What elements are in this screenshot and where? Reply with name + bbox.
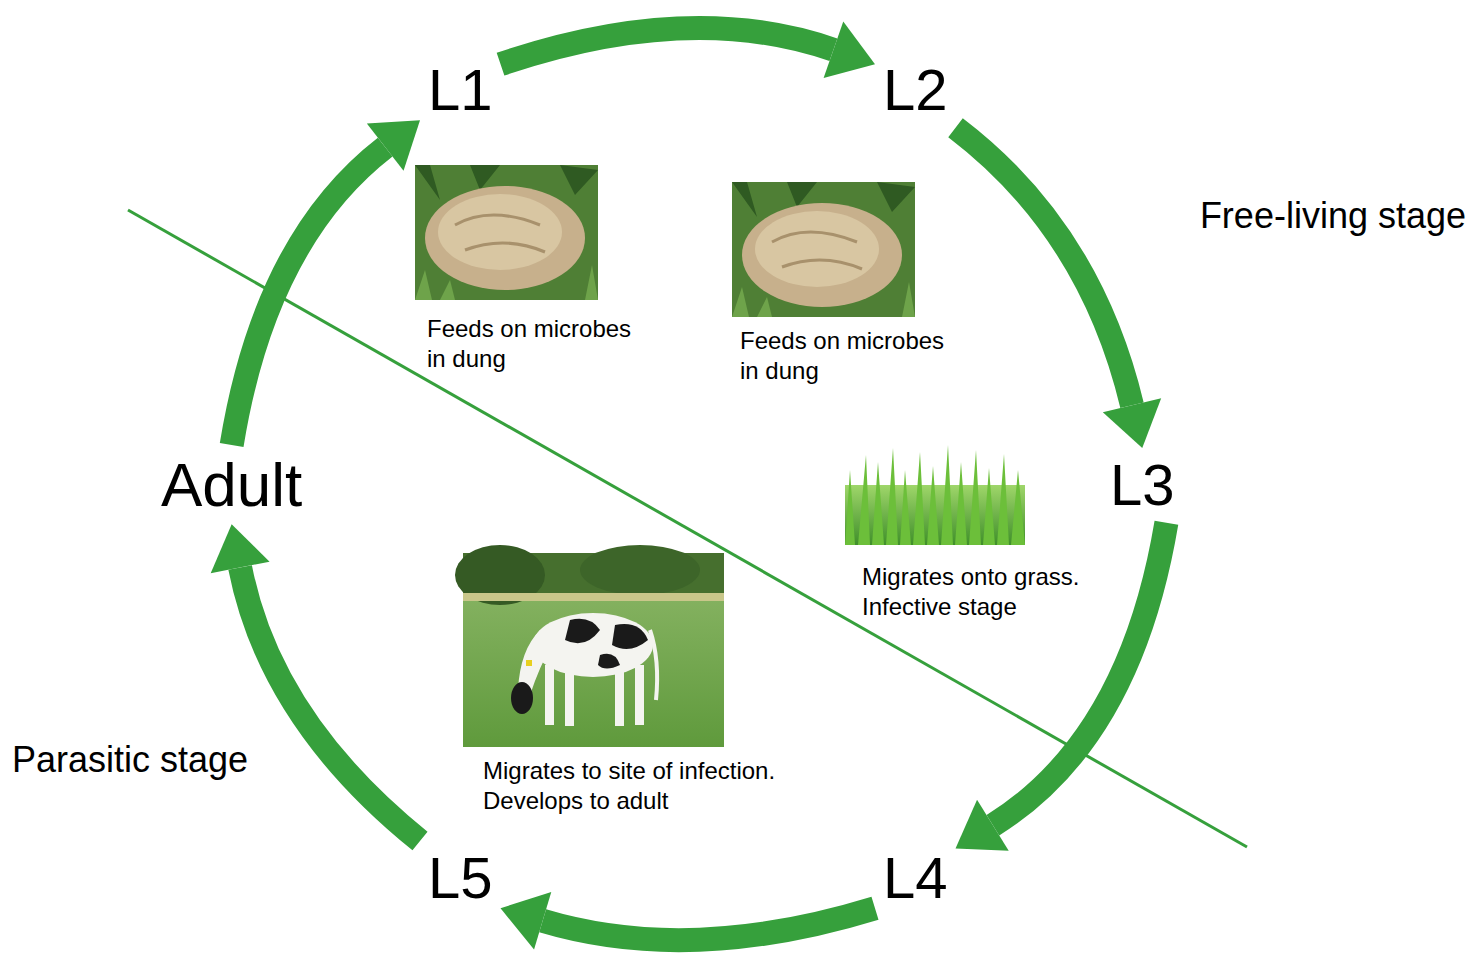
stage-caption: Migrates to site of infection. Develops … <box>481 756 865 816</box>
stage-node: L2 <box>875 53 956 128</box>
cycle-arrow <box>501 21 875 78</box>
arrow-head <box>211 524 270 573</box>
stage-name: L4 <box>883 845 948 912</box>
stage-label: Free-living stage <box>1200 194 1466 237</box>
stage-name: L3 <box>1110 452 1175 519</box>
cycle-arrow <box>232 120 420 445</box>
cycle-arrow <box>501 892 875 949</box>
arrow-body <box>956 128 1132 406</box>
stage-name: L5 <box>428 845 493 912</box>
stage-node: Adult <box>153 445 310 524</box>
stage-caption: Feeds on microbes in dung <box>738 326 964 386</box>
arrow-body <box>232 147 386 445</box>
stage-node: L3 <box>1102 448 1183 523</box>
dung-photo <box>415 165 598 300</box>
stage-name: L1 <box>428 57 493 124</box>
grass-photo <box>845 445 1025 545</box>
dung-photo <box>732 182 915 317</box>
stage-node: L1 <box>420 53 501 128</box>
arrow-head <box>1103 398 1161 448</box>
stage-node: L4 <box>875 841 956 916</box>
arrow-body <box>543 908 875 940</box>
arrow-head <box>367 120 420 171</box>
arrow-body <box>240 567 420 841</box>
cycle-arrow <box>956 128 1162 448</box>
divider-line <box>128 210 1247 847</box>
arrow-head <box>824 21 875 78</box>
arrow-body <box>501 28 834 64</box>
stage-caption: Migrates onto grass. Infective stage <box>860 562 1126 622</box>
arrow-head <box>501 892 552 949</box>
cycle-arrow <box>211 524 420 841</box>
arrow-head <box>956 800 1009 851</box>
stage-node: L5 <box>420 841 501 916</box>
stage-name: L2 <box>883 57 948 124</box>
stage-label: Parasitic stage <box>12 738 248 781</box>
calf-figure <box>511 613 657 726</box>
stage-name: Adult <box>161 449 302 520</box>
calf-photo <box>455 545 724 747</box>
stage-caption: Feeds on microbes in dung <box>425 314 651 374</box>
